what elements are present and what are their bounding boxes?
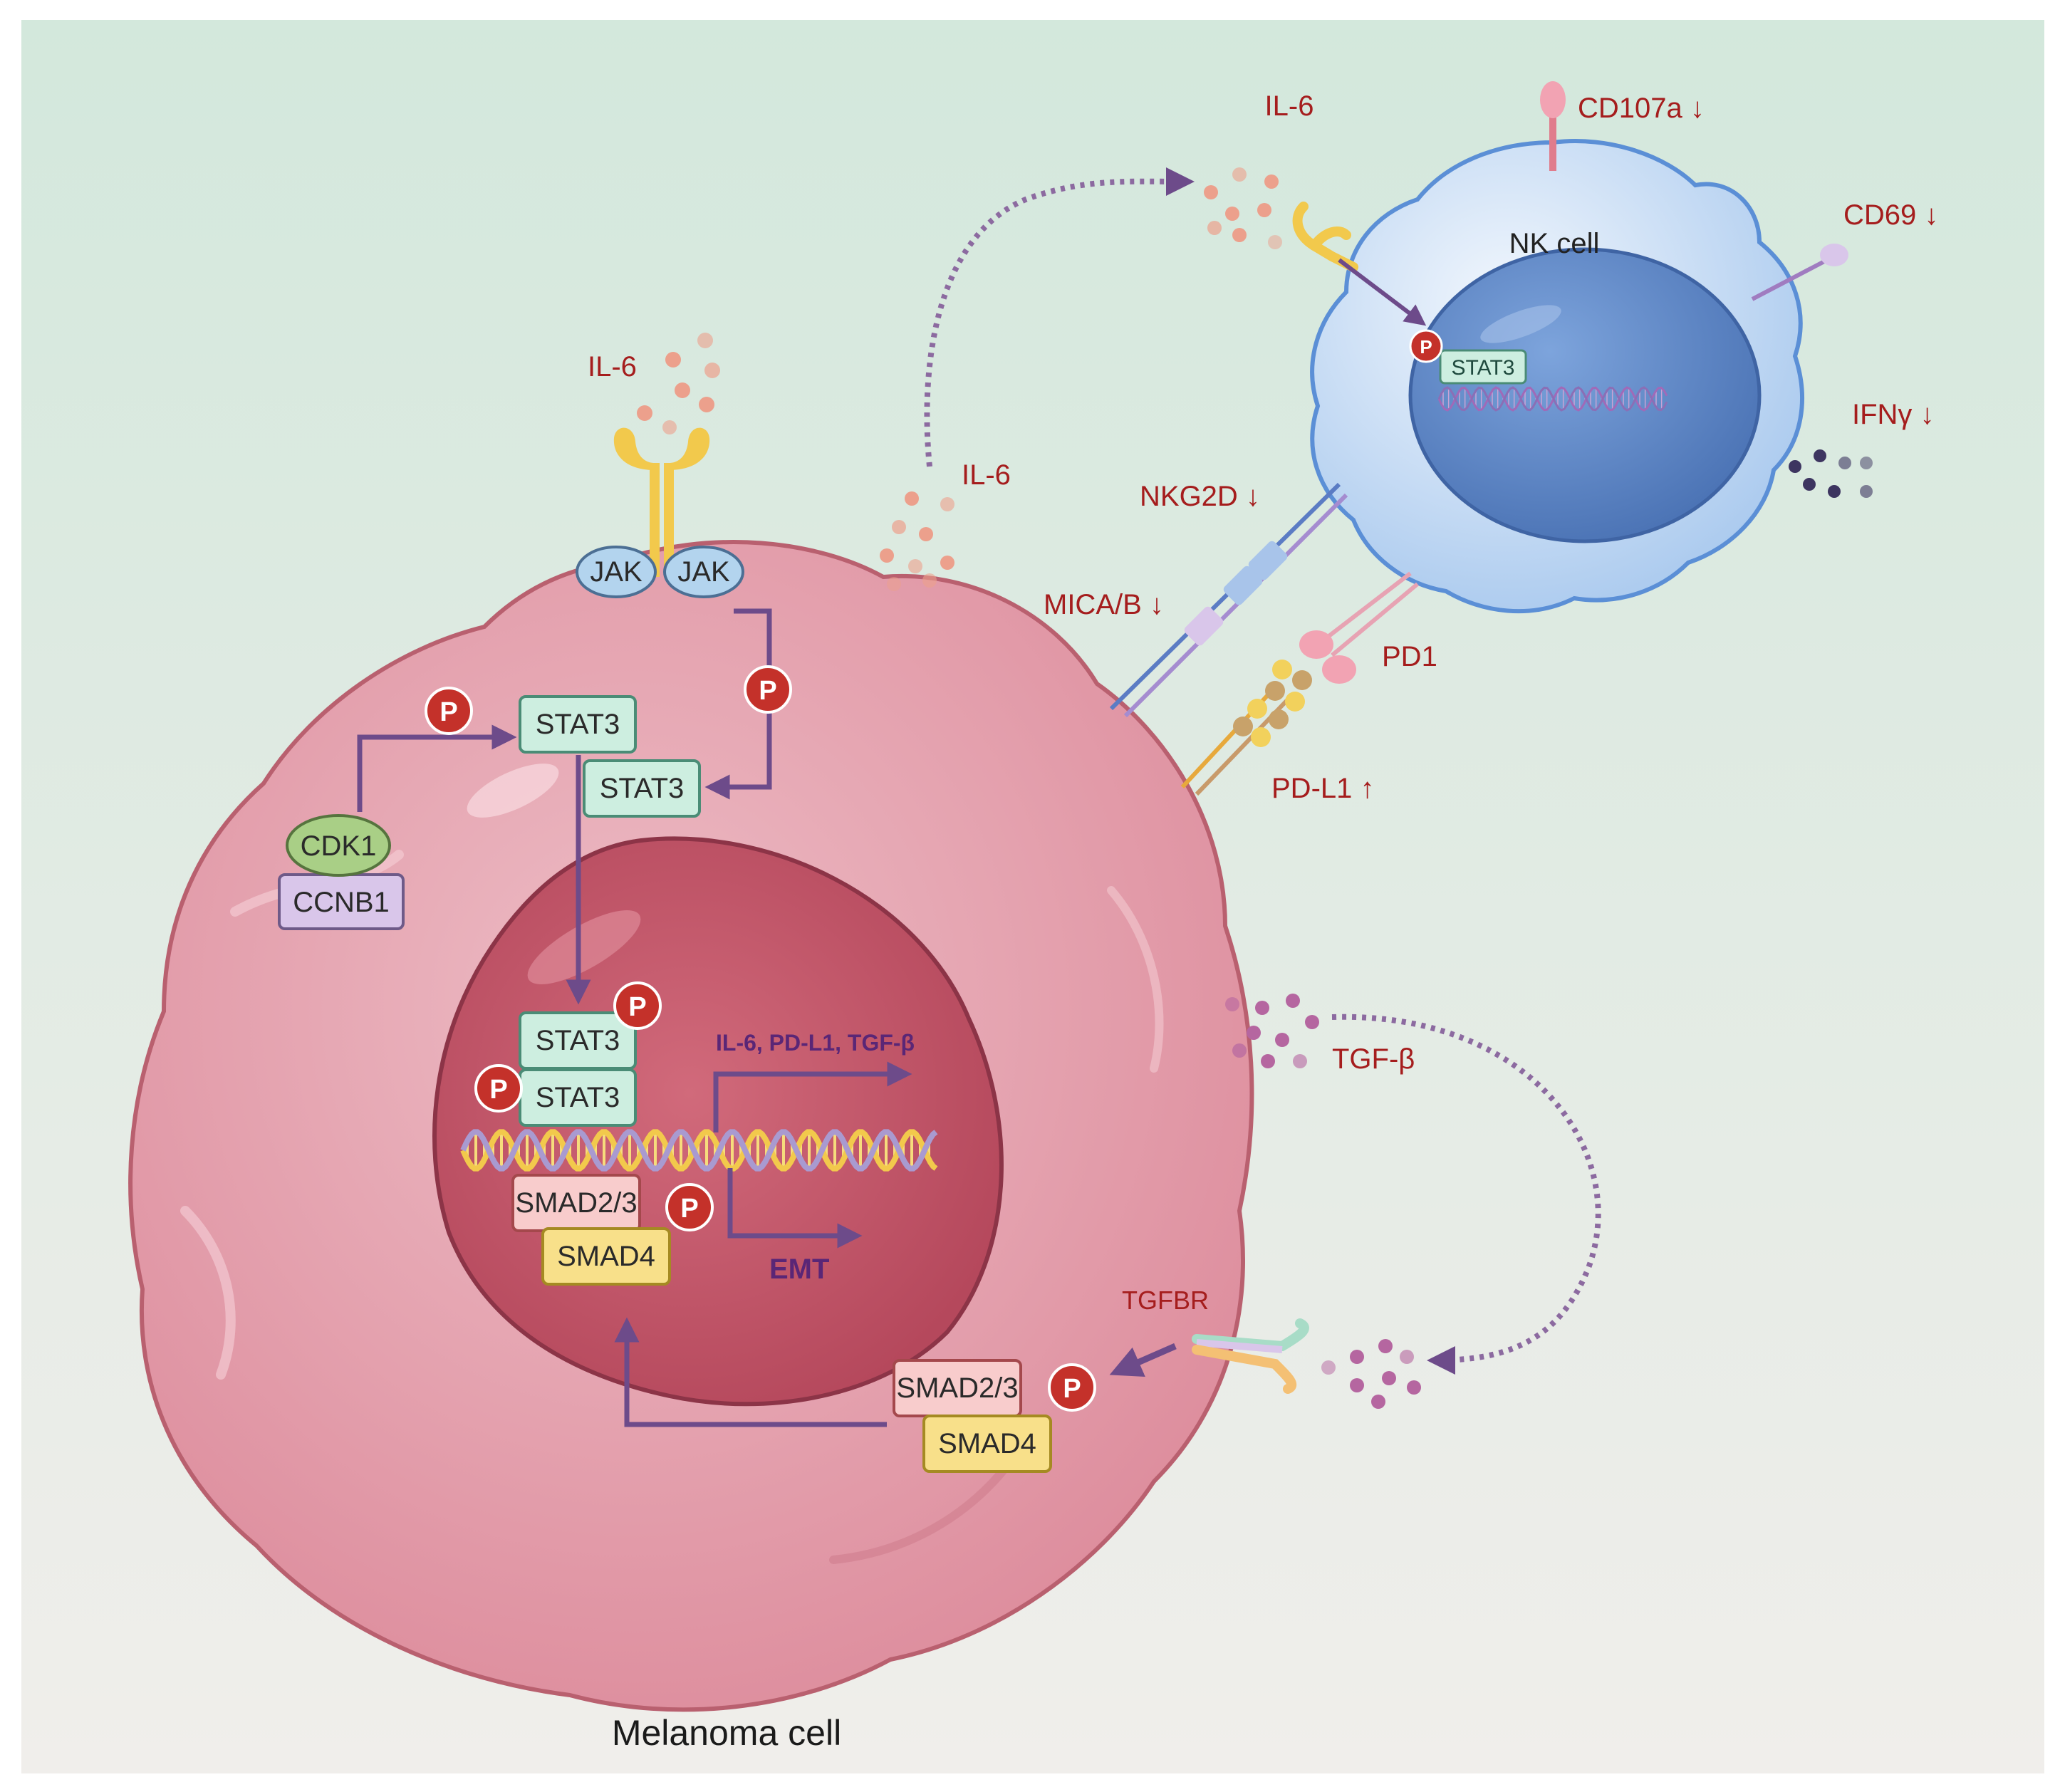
dna-strand (1437, 386, 1668, 412)
svg-text:JAK: JAK (590, 556, 643, 588)
stat3-dimer-b: STAT3 (519, 1068, 637, 1127)
svg-text:SMAD2/3: SMAD2/3 (515, 1187, 637, 1219)
svg-text:STAT3: STAT3 (536, 709, 620, 740)
membrane-fold (180, 1206, 236, 1380)
smad23-nuclear: SMAD2/3 (511, 1174, 641, 1232)
svg-text:SMAD4: SMAD4 (938, 1428, 1036, 1459)
dna-strand (460, 1129, 938, 1172)
ifng-label: IFNγ ↓ (1852, 399, 1935, 430)
dna-strand (1437, 386, 1668, 412)
il6-secreted-label: IL-6 (962, 459, 1011, 491)
stat3-dimer-a: STAT3 (519, 1011, 637, 1070)
nk-nucleus-highlight (1480, 305, 1561, 343)
emt-label: EMT (769, 1254, 829, 1285)
dna-helix-nk (1437, 386, 1668, 412)
dna-helix-melanoma (460, 1129, 938, 1172)
membrane-fold (1107, 886, 1164, 1073)
tgfb-ligand-dots-upper (1225, 994, 1319, 1068)
svg-text:STAT3: STAT3 (600, 773, 685, 804)
melanoma-cell-caption: Melanoma cell (612, 1713, 841, 1753)
svg-text:SMAD2/3: SMAD2/3 (896, 1372, 1018, 1404)
smad4-cyto: SMAD4 (922, 1415, 1052, 1473)
il6-ligand-dots (637, 333, 720, 434)
dna-strand (460, 1129, 938, 1172)
nk-cell-title: NK cell (1509, 228, 1600, 259)
membrane-highlight (467, 764, 559, 818)
tgfbr-to-smad-arrow (1109, 1343, 1177, 1377)
pd1-pdl1-receptor (1180, 571, 1419, 796)
svg-text:P: P (439, 697, 457, 727)
nk-stat3: STAT3 (1439, 349, 1527, 385)
tgfb-label: TGF-β (1332, 1043, 1415, 1075)
tgfb-autocrine-arrow (1331, 1014, 1601, 1375)
ccnb1-box: CCNB1 (278, 873, 405, 930)
membrane-fold (829, 1456, 1016, 1564)
svg-text:SMAD4: SMAD4 (557, 1241, 655, 1272)
jak-right: JAK (663, 546, 744, 598)
il6-secreted-dots (880, 491, 954, 591)
nucleus-highlight (527, 910, 641, 984)
il6-label-melanoma: IL-6 (588, 351, 637, 382)
mica-label: MICA/B ↓ (1044, 589, 1164, 620)
svg-text:P: P (759, 676, 776, 706)
svg-text:CDK1: CDK1 (301, 830, 377, 862)
nk-phospho: P (1409, 329, 1443, 363)
tgfbr-receptor (1192, 1318, 1309, 1394)
tgfbr-label: TGFBR (1122, 1286, 1209, 1315)
il6-paracrine-arrow (924, 167, 1195, 467)
svg-text:P: P (628, 992, 646, 1022)
nkg2d-mica-receptor (1109, 482, 1348, 718)
cd107a-marker (1540, 81, 1566, 171)
nk-il6-dots (1204, 167, 1282, 249)
cdk1-ellipse: CDK1 (286, 814, 391, 877)
smad-nuclear-import-arrow (614, 1317, 887, 1427)
ifng-dots (1789, 449, 1873, 498)
stat3-cyto-b: STAT3 (583, 759, 701, 818)
svg-text:CCNB1: CCNB1 (293, 887, 390, 918)
transcription-arrow-genes (713, 1061, 912, 1132)
cdk1-to-stat3-arrow (357, 724, 517, 812)
nkg2d-label: NKG2D ↓ (1140, 481, 1260, 512)
nk-il6-signal-arrow (1338, 258, 1427, 326)
cd107a-label: CD107a ↓ (1578, 93, 1705, 124)
svg-text:STAT3: STAT3 (536, 1025, 620, 1056)
phospho-stat3-b: P (474, 1064, 523, 1113)
phospho-jak: P (744, 665, 792, 714)
phospho-stat3-a: P (613, 981, 662, 1030)
nk-il6-label: IL-6 (1265, 90, 1314, 122)
il6-receptor (613, 427, 710, 577)
svg-text:P: P (1420, 336, 1432, 358)
svg-text:P: P (489, 1075, 507, 1105)
target-genes-label: IL-6, PD-L1, TGF-β (716, 1030, 915, 1056)
phospho-smad-cyto: P (1048, 1363, 1096, 1412)
jak-left: JAK (576, 546, 657, 598)
svg-text:P: P (680, 1194, 698, 1224)
tgfb-ligand-dots-lower (1321, 1339, 1421, 1409)
svg-text:STAT3: STAT3 (536, 1082, 620, 1113)
svg-text:JAK: JAK (677, 556, 730, 588)
svg-text:P: P (1063, 1374, 1081, 1404)
pdl1-label: PD-L1 ↑ (1271, 773, 1375, 804)
smad4-nuclear: SMAD4 (541, 1227, 671, 1286)
smad23-cyto: SMAD2/3 (893, 1359, 1022, 1417)
phospho-cdk1: P (425, 687, 473, 735)
cd69-marker (1751, 244, 1848, 301)
svg-text:STAT3: STAT3 (1452, 356, 1515, 380)
transcription-arrow-emt (727, 1168, 863, 1249)
phospho-smad-nuclear: P (665, 1183, 714, 1231)
cd69-label: CD69 ↓ (1843, 199, 1938, 231)
stat3-cyto-a: STAT3 (519, 695, 637, 754)
pd1-label: PD1 (1382, 641, 1437, 672)
